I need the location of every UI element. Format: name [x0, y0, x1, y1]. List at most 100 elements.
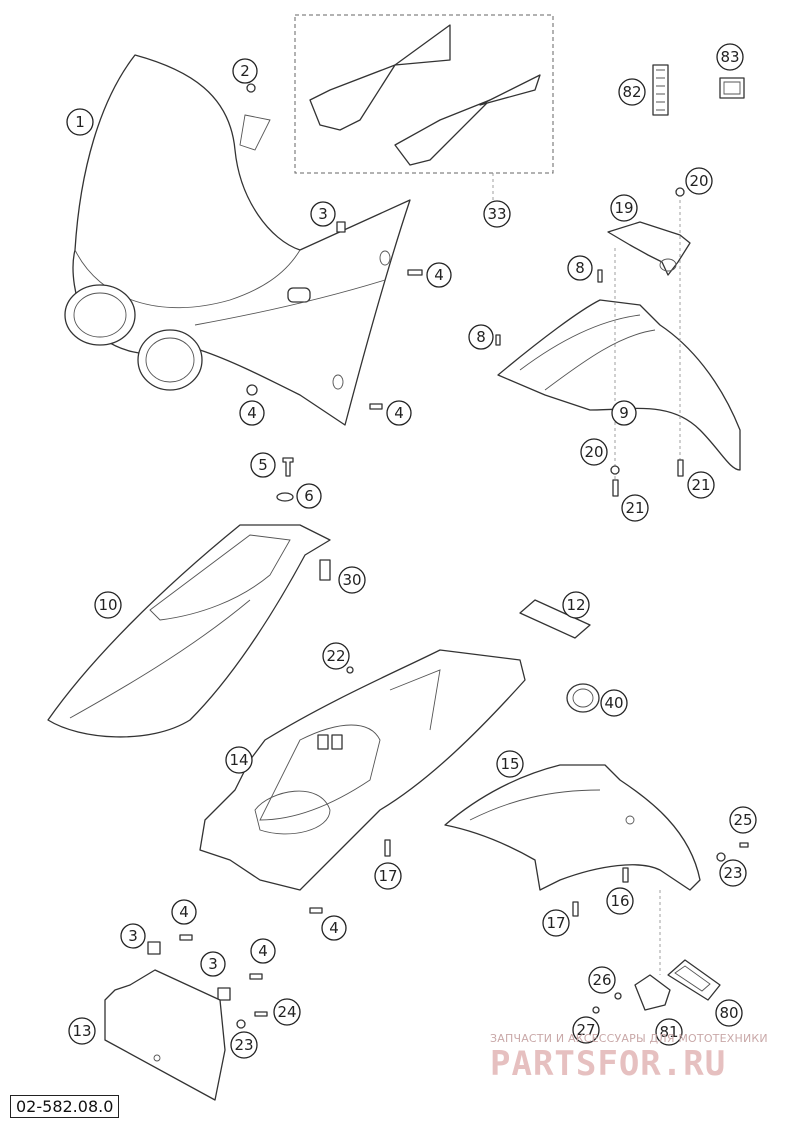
- callout-26[interactable]: 26: [588, 966, 616, 994]
- callout-81[interactable]: 81: [655, 1018, 683, 1046]
- callout-2[interactable]: 2: [232, 58, 258, 84]
- part-17-screw-center[interactable]: [384, 839, 391, 857]
- part-14-side-panel-unit[interactable]: [199, 649, 526, 891]
- part-4-screw-d[interactable]: [309, 907, 323, 914]
- callout-21[interactable]: 21: [687, 471, 715, 499]
- callout-83[interactable]: 83: [716, 43, 744, 71]
- part-13-mud-flap[interactable]: [104, 969, 226, 1101]
- part-4-screw-b[interactable]: [246, 384, 258, 396]
- part-21-screw-right[interactable]: [677, 459, 684, 477]
- callout-4[interactable]: 4: [171, 899, 197, 925]
- part-4-screw-a[interactable]: [407, 269, 423, 276]
- svg-text:4: 4: [247, 404, 257, 422]
- callout-23[interactable]: 23: [719, 859, 747, 887]
- callout-40[interactable]: 40: [600, 689, 628, 717]
- part-2-nut[interactable]: [246, 83, 256, 93]
- svg-text:2: 2: [240, 62, 250, 80]
- part-21-screw-left[interactable]: [612, 479, 619, 497]
- callout-8[interactable]: 8: [567, 255, 593, 281]
- part-30-spacer[interactable]: [319, 559, 331, 581]
- callout-16[interactable]: 16: [606, 887, 634, 915]
- svg-text:30: 30: [342, 571, 361, 589]
- callout-3[interactable]: 3: [310, 201, 336, 227]
- part-17-screw-right[interactable]: [572, 901, 579, 917]
- svg-text:25: 25: [733, 811, 752, 829]
- part-4-screw-f[interactable]: [249, 973, 263, 980]
- callout-24[interactable]: 24: [273, 998, 301, 1026]
- callout-5[interactable]: 5: [250, 452, 276, 478]
- part-27-nut[interactable]: [592, 1006, 600, 1014]
- callout-14[interactable]: 14: [225, 746, 253, 774]
- callout-27[interactable]: 27: [572, 1016, 600, 1044]
- svg-text:8: 8: [575, 259, 585, 277]
- part-3-clip-top[interactable]: [336, 221, 346, 233]
- svg-text:24: 24: [277, 1003, 296, 1021]
- callout-3[interactable]: 3: [120, 923, 146, 949]
- part-16-screw[interactable]: [622, 867, 629, 883]
- part-33-decal-kit[interactable]: [294, 14, 554, 200]
- part-5-screw[interactable]: [282, 457, 294, 477]
- callout-21[interactable]: 21: [621, 494, 649, 522]
- callout-3[interactable]: 3: [200, 951, 226, 977]
- callout-25[interactable]: 25: [729, 806, 757, 834]
- part-8-screw-b[interactable]: [495, 334, 501, 346]
- part-23-nut-left[interactable]: [236, 1019, 246, 1029]
- part-3-clip-left[interactable]: [147, 941, 161, 955]
- callout-13[interactable]: 13: [68, 1017, 96, 1045]
- part-23-nut-right[interactable]: [716, 852, 726, 862]
- callout-30[interactable]: 30: [338, 566, 366, 594]
- part-3-clip-right[interactable]: [217, 987, 231, 1001]
- part-12-foam-strip[interactable]: [519, 599, 591, 639]
- svg-text:9: 9: [619, 404, 629, 422]
- svg-text:19: 19: [614, 199, 633, 217]
- part-4-screw-e[interactable]: [179, 934, 193, 941]
- callout-4[interactable]: 4: [426, 262, 452, 288]
- svg-text:3: 3: [208, 955, 218, 973]
- part-80-reflector[interactable]: [667, 959, 721, 1001]
- svg-text:20: 20: [689, 172, 708, 190]
- callout-80[interactable]: 80: [715, 999, 743, 1027]
- part-15-front-fender[interactable]: [444, 764, 701, 975]
- callout-33[interactable]: 33: [483, 200, 511, 228]
- callout-17[interactable]: 17: [542, 909, 570, 937]
- callout-12[interactable]: 12: [562, 591, 590, 619]
- watermark-tagline: ЗАПЧАСТИ И АКСЕССУАРЫ ДЛЯ МОТОТЕХНИКИ: [490, 1032, 768, 1045]
- callout-6[interactable]: 6: [296, 483, 322, 509]
- callout-22[interactable]: 22: [322, 642, 350, 670]
- part-6-washer[interactable]: [276, 492, 294, 502]
- callout-10[interactable]: 10: [94, 591, 122, 619]
- callout-4[interactable]: 4: [321, 915, 347, 941]
- part-10-rear-fender[interactable]: [47, 524, 331, 738]
- part-24-screw[interactable]: [254, 1011, 268, 1017]
- callout-82[interactable]: 82: [618, 78, 646, 106]
- part-40-grommet[interactable]: [566, 683, 600, 713]
- part-19-bracket[interactable]: [607, 221, 691, 276]
- callout-9[interactable]: 9: [611, 400, 637, 426]
- part-20-nut-bottom[interactable]: [610, 465, 620, 475]
- callout-15[interactable]: 15: [496, 750, 524, 778]
- part-1-headlight-mask[interactable]: [64, 54, 411, 426]
- part-20-nut-top[interactable]: [675, 187, 685, 197]
- part-9-front-fender[interactable]: [497, 200, 741, 490]
- callout-20[interactable]: 20: [685, 167, 713, 195]
- part-81-plate-bracket[interactable]: [634, 974, 671, 1011]
- part-25-screw[interactable]: [739, 842, 749, 848]
- part-82-reflector[interactable]: [652, 64, 669, 116]
- part-22-nut[interactable]: [346, 666, 354, 674]
- part-8-screw-a[interactable]: [597, 269, 603, 283]
- callout-4[interactable]: 4: [386, 400, 412, 426]
- part-83-reflector[interactable]: [719, 77, 745, 99]
- part-4-screw-c[interactable]: [369, 403, 383, 410]
- callout-4[interactable]: 4: [250, 938, 276, 964]
- callout-8[interactable]: 8: [468, 324, 494, 350]
- callout-19[interactable]: 19: [610, 194, 638, 222]
- svg-text:80: 80: [719, 1004, 738, 1022]
- svg-text:81: 81: [659, 1023, 678, 1041]
- svg-text:10: 10: [98, 596, 117, 614]
- callout-20[interactable]: 20: [580, 438, 608, 466]
- callout-4[interactable]: 4: [239, 400, 265, 426]
- callout-23[interactable]: 23: [230, 1031, 258, 1059]
- callout-17[interactable]: 17: [374, 862, 402, 890]
- callout-1[interactable]: 1: [66, 108, 94, 136]
- part-26-screw[interactable]: [614, 992, 622, 1000]
